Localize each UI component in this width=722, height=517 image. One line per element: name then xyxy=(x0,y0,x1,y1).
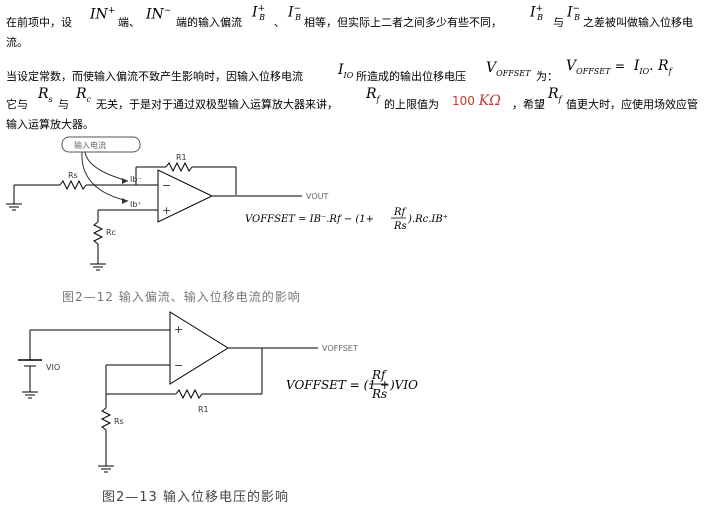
caption-figure-2-12: 图2—12 输入偏流、输入位移电流的影响 xyxy=(62,290,301,304)
text-line-4-end: 值更大时，应使用场效应管 xyxy=(566,98,698,111)
resistor-rs-fig2 xyxy=(100,407,112,431)
callout-bubble xyxy=(61,136,141,153)
text-line-1: 在前项中，设 xyxy=(6,16,72,29)
equation-fig1-num: Rf xyxy=(393,207,408,218)
svg-text:+: + xyxy=(162,204,171,217)
label-ib-plus: Ib⁺ xyxy=(130,200,142,209)
value-100k: 100 KΩ xyxy=(452,93,501,109)
text-hope: ，希望 xyxy=(512,98,545,111)
symbol-iio: IIO xyxy=(338,62,354,80)
text-line-3: 当设定常数，而使输入偏流不致产生影响时，因输入位移电流 xyxy=(6,70,303,83)
symbol-rf-2: Rf xyxy=(548,86,562,104)
resistor-r1-fig2 xyxy=(175,388,203,400)
resistor-r1 xyxy=(165,161,193,173)
symbol-rs: Rs xyxy=(38,86,53,104)
text-line-1-end: 之差被叫做输入位移电 xyxy=(583,16,693,29)
equation-fig1-left: VOFFSET = IB⁻.Rf − (1+ xyxy=(245,214,374,225)
label-r1-fig2: R1 xyxy=(198,405,209,414)
text-upper-limit: 的上限值为 xyxy=(384,98,439,111)
label-rs-fig2: Rs xyxy=(114,417,124,426)
text-line-1-tail: 相等，但实际上二者之间多少有些不同， xyxy=(304,16,502,29)
equation-fig2-num: Rf xyxy=(371,368,388,382)
equation-fig2-left: VOFFSET = (1 + xyxy=(286,378,390,392)
equation-voffset: VOFFSET = IIO. Rf xyxy=(566,58,672,76)
symbol-ib-minus-2: I−B xyxy=(567,4,581,23)
text-line-4: 它与 xyxy=(6,98,28,111)
text-line-3-for: 为： xyxy=(536,70,558,83)
text-line-3-mid: 所造成的输出位移电压 xyxy=(356,70,466,83)
equation-fig1-den: Rs xyxy=(393,221,407,232)
equation-fig2-den: Rs xyxy=(371,387,387,401)
label-vout: VOUT xyxy=(306,192,328,201)
symbol-ib-plus: I+B xyxy=(252,4,266,23)
symbol-ib-minus: I−B xyxy=(288,4,302,23)
opamp-2 xyxy=(169,311,229,385)
opamp-1 xyxy=(157,169,214,223)
caption-figure-2-13: 图2—13 输入位移电压的影响 xyxy=(102,490,289,505)
symbol-voffset: VOFFSET xyxy=(486,60,531,78)
symbol-in-minus: IN− xyxy=(146,6,172,23)
label-rs: Rs xyxy=(68,171,78,180)
label-vio: VIO xyxy=(46,363,60,372)
label-r1: R1 xyxy=(176,153,187,162)
label-ib-minus: Ib⁻ xyxy=(130,175,142,184)
callout-label: 输入电流 xyxy=(74,140,106,150)
equation-fig1-right: ).Rc.IB⁺ xyxy=(407,214,448,225)
text-line-4-mid: 无关，于是对于通过双极型输入运算放大器来讲， xyxy=(96,98,338,111)
symbol-ib-plus-2: I+B xyxy=(530,4,544,23)
svg-text:−: − xyxy=(162,179,171,192)
symbol-in-plus: IN+ xyxy=(90,6,116,23)
text-port-plus: 端、 xyxy=(118,16,140,29)
text-line-2: 流。 xyxy=(6,36,28,49)
text-port-minus: 端的输入偏流 xyxy=(176,16,242,29)
label-voffset: VOFFSET xyxy=(322,344,358,353)
text-and: 与 xyxy=(553,16,564,29)
text-comma: 、 xyxy=(274,16,285,29)
text-and-2: 与 xyxy=(58,98,69,111)
resistor-rs xyxy=(59,179,87,191)
svg-text:−: − xyxy=(174,359,183,372)
text-line-5: 输入运算放大器。 xyxy=(6,118,94,131)
svg-text:+: + xyxy=(174,323,183,336)
symbol-rf: Rf xyxy=(366,86,380,104)
equation-fig2-right: )VIO xyxy=(389,378,418,392)
resistor-rc xyxy=(92,221,104,245)
label-rc: Rc xyxy=(106,228,116,237)
symbol-rc: Rc xyxy=(76,86,92,104)
